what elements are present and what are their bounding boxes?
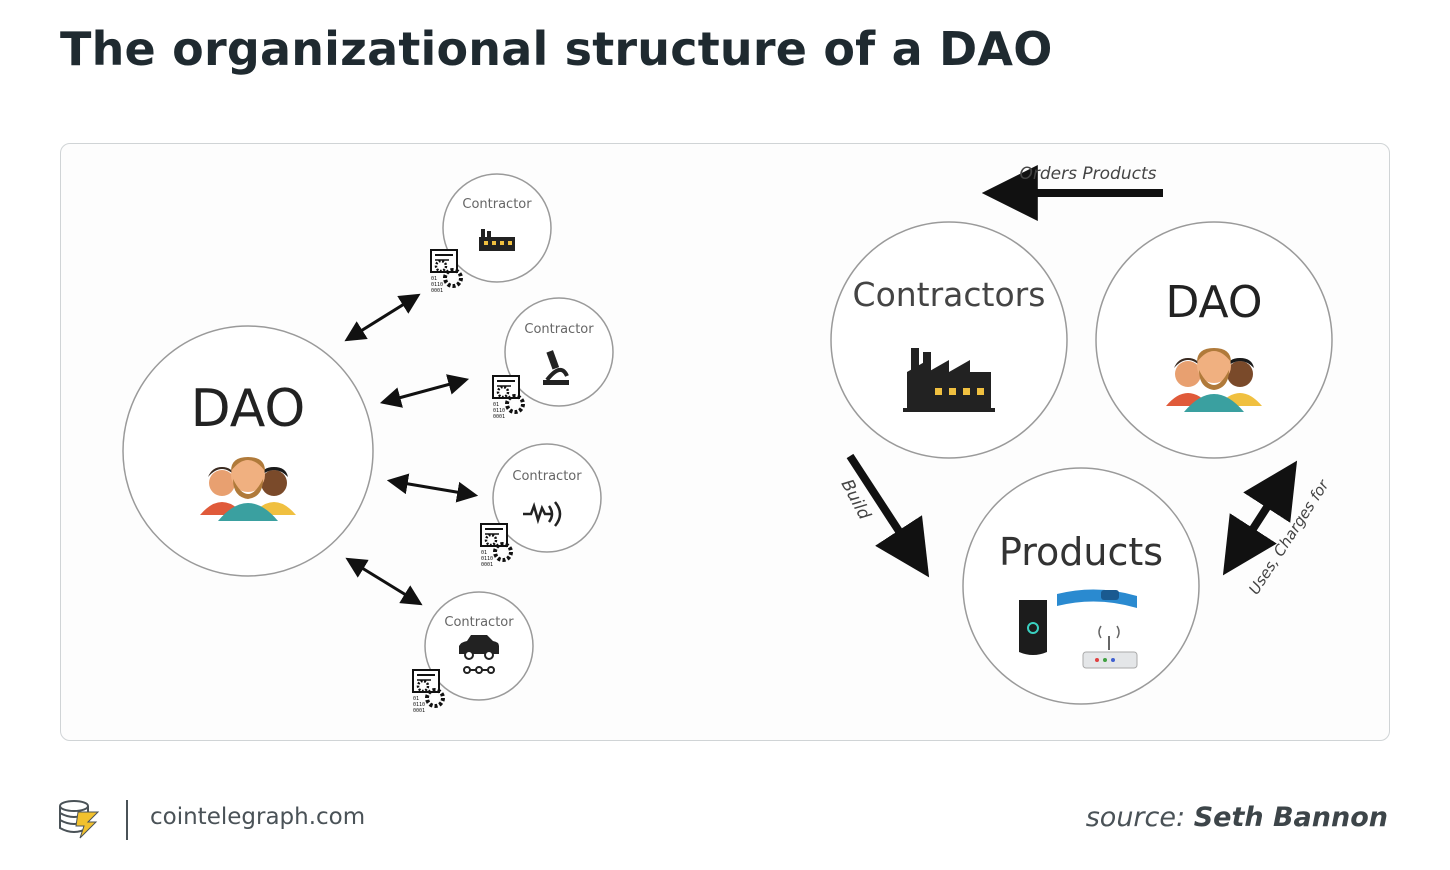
- uses-charges-label: Uses, Charges for: [1245, 476, 1333, 598]
- arrow-dao-contractor-3: [386, 473, 479, 503]
- footer-source: source: Seth Bannon: [1086, 802, 1388, 833]
- contractors-node: Contractors: [830, 221, 1068, 459]
- source-prefix: source:: [1085, 802, 1186, 833]
- speaker-icon: [1019, 600, 1047, 655]
- microscope-icon: [543, 350, 569, 385]
- contractor-label-1: Contractor: [462, 197, 532, 212]
- arrow-dao-contractor-4: [345, 557, 423, 606]
- right-dao-label: DAO: [1165, 277, 1262, 328]
- orders-products-label: Orders Products: [1020, 164, 1157, 184]
- diagram-panel: 01 0110 0001 DAO Contractor Contractor: [60, 143, 1390, 741]
- left-dao-node: DAO: [122, 325, 374, 577]
- contractor-label-4: Contractor: [444, 615, 514, 630]
- contract-icon-3: [479, 522, 513, 570]
- contractors-label: Contractors: [853, 275, 1046, 314]
- router-icon: [1082, 625, 1138, 669]
- arrow-uses-charges: [1222, 460, 1298, 576]
- sound-wave-icon: [523, 501, 562, 527]
- arrow-dao-contractor-2: [379, 374, 470, 408]
- contractor-label-2: Contractor: [524, 322, 594, 337]
- arrow-dao-contractor-1: [344, 293, 421, 342]
- contract-icon-2: [491, 374, 525, 422]
- products-node: Products: [962, 467, 1200, 705]
- footer-divider: [126, 800, 128, 840]
- products-label: Products: [999, 530, 1163, 574]
- contractor-node-2: Contractor: [504, 297, 614, 407]
- page-title: The organizational structure of a DAO: [60, 22, 1053, 76]
- contract-icon-1: [429, 248, 463, 296]
- source-name: Seth Bannon: [1193, 802, 1388, 833]
- cointelegraph-logo-icon: [59, 800, 100, 839]
- dao-diagram: 01 0110 0001 DAO Contractor Contractor: [122, 164, 1333, 716]
- contractor-node-4: Contractor: [424, 591, 534, 701]
- contract-icon-4: [411, 668, 445, 716]
- contractor-node-3: Contractor: [492, 443, 602, 553]
- contractor-label-3: Contractor: [512, 469, 582, 484]
- right-dao-node: DAO: [1095, 221, 1333, 459]
- car-icon: [459, 635, 499, 674]
- left-dao-label: DAO: [191, 379, 306, 439]
- factory-icon: [903, 348, 995, 412]
- fitness-band-icon: [1057, 589, 1137, 608]
- contractor-node-1: Contractor: [442, 173, 552, 283]
- factory-icon: [479, 229, 515, 251]
- footer-site-link[interactable]: cointelegraph.com: [150, 804, 366, 830]
- arrow-build: [846, 453, 930, 578]
